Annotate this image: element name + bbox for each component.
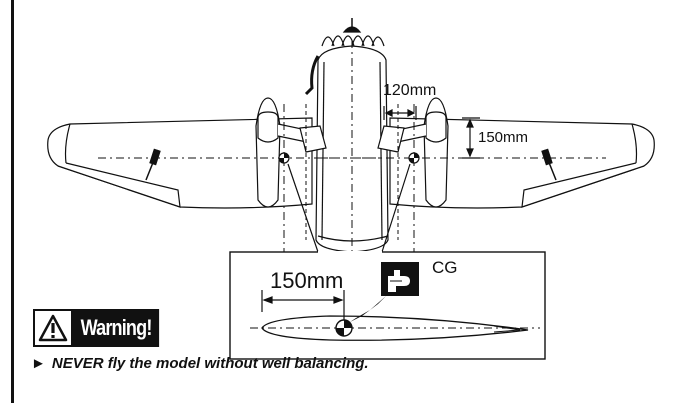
dimension-120mm: [383, 106, 417, 120]
dimension-120mm-label: 120mm: [383, 82, 437, 99]
cowling-cylinders: [321, 35, 385, 47]
warning-badge: Warning!: [33, 309, 160, 347]
fuselage-side-line-right: [379, 61, 383, 241]
fuselage-side-line-left: [321, 61, 325, 241]
right-pointer-icon: ►: [31, 355, 46, 372]
right-motor: [425, 111, 447, 143]
left-cg-marker-icon: [278, 152, 290, 164]
exhaust-pipe: [304, 55, 320, 96]
right-servo-horn-icon: [541, 148, 557, 181]
balance-note: ► NEVER fly the model without well balanc…: [31, 355, 369, 372]
left-aileron: [57, 162, 181, 208]
dimension-150mm-chord: [261, 290, 345, 322]
right-cg-marker-icon: [408, 152, 420, 164]
balance-note-text: NEVER fly the model without well balanci…: [51, 355, 369, 372]
left-wing-tip-line: [64, 123, 71, 164]
cg-label: CG: [432, 258, 458, 277]
warning-triangle-icon: [33, 309, 73, 347]
dimension-150mm-vertical-label: 150mm: [478, 129, 529, 146]
fuselage-bottom: [317, 235, 389, 242]
dimension-150mm-vertical: [462, 117, 480, 159]
callout-lines: [287, 163, 411, 253]
dimension-150mm-chord-label: 150mm: [270, 268, 344, 293]
left-motor: [257, 111, 279, 143]
page-margin-rule: [11, 0, 14, 403]
pointing-hand-icon: [350, 262, 419, 322]
warning-title: Warning!: [73, 309, 160, 347]
right-aileron: [521, 162, 645, 208]
cg-symbol-icon: [335, 319, 353, 337]
right-wing-tip-line: [631, 123, 638, 164]
